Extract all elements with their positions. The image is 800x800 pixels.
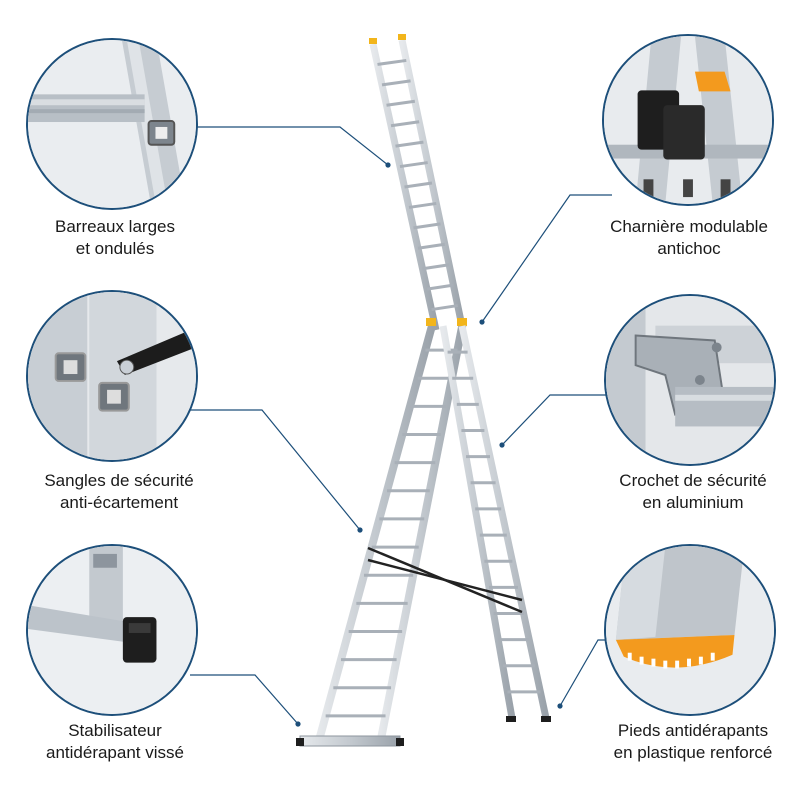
ladder-rung <box>399 161 428 169</box>
ladder-rung <box>386 99 416 107</box>
stabilizer-label: Stabilisateur antidérapant vissé <box>0 720 230 764</box>
hinge-label-line-1: Charnière modulable <box>610 217 768 236</box>
feet-label-line-1: Pieds antidérapants <box>617 721 769 740</box>
feet-detail-circle <box>604 544 776 716</box>
feet-label-line-2: en plastique renforcé <box>613 743 773 762</box>
hinge-label: Charnière modulable antichoc <box>574 216 800 260</box>
rubber-foot-icon <box>606 546 774 714</box>
stabilizer-detail-circle <box>26 544 198 716</box>
rungs-label-line-1: Barreaux larges <box>54 217 175 236</box>
callout-leader-lines <box>190 126 618 727</box>
straps-detail-circle <box>26 290 198 462</box>
strap-icon <box>28 292 196 460</box>
straps-label: Sangles de sécurité anti-écartement <box>4 470 234 514</box>
hook-icon <box>606 296 774 464</box>
safety-strap <box>367 546 523 614</box>
ladder-rung <box>431 304 458 312</box>
hinge-label-line-2: antichoc <box>657 239 721 258</box>
stabilizer-foot-icon <box>28 546 196 714</box>
ladder-rung <box>381 79 411 87</box>
rungs-detail-circle <box>26 38 198 210</box>
ladder-rung <box>408 201 437 209</box>
rungs-label: Barreaux larges et ondulés <box>0 216 230 260</box>
rungs-label-line-2: et ondulés <box>75 239 155 258</box>
front-ladder-section <box>314 318 467 746</box>
stabilizer-label-line-2: antidérapant vissé <box>46 743 184 762</box>
hook-detail-circle <box>604 294 776 466</box>
feet-label: Pieds antidérapants en plastique renforc… <box>578 720 800 764</box>
upper-ladder-section <box>369 34 466 331</box>
ladder-rung <box>422 263 450 271</box>
hook-label-line-1: Crochet de sécurité <box>619 471 767 490</box>
hook-label-line-2: en aluminium <box>642 493 744 512</box>
ladder-rung <box>417 242 446 250</box>
hinge-detail-circle <box>602 34 774 206</box>
stabilizer-label-line-1: Stabilisateur <box>68 721 162 740</box>
straps-label-line-2: anti-écartement <box>59 493 179 512</box>
ladder-rung <box>404 181 433 189</box>
stabilizer-bar <box>296 735 404 747</box>
ladder-rung <box>426 283 454 291</box>
ladder-rung <box>413 222 441 230</box>
ladder-rung <box>377 58 407 66</box>
ladder-rung <box>390 120 420 128</box>
wide-rung-icon <box>28 40 196 208</box>
straps-label-line-1: Sangles de sécurité <box>44 471 194 490</box>
hook-label: Crochet de sécurité en aluminium <box>578 470 800 514</box>
ladder-rung <box>395 140 424 148</box>
rear-ladder-section <box>439 325 551 722</box>
hinge-icon <box>604 36 772 204</box>
